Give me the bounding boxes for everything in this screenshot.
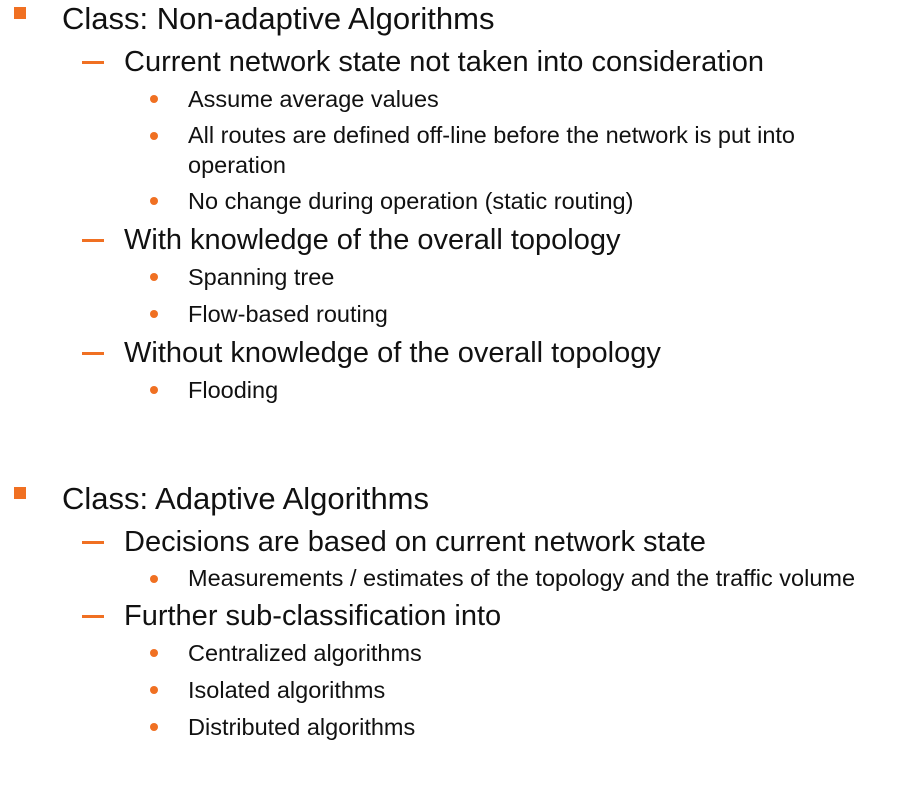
- point-text: Measurements / estimates of the topology…: [188, 565, 856, 591]
- dash-bullet-icon: [82, 541, 104, 544]
- point: Distributed algorithms: [0, 711, 894, 743]
- dot-bullet-icon: [150, 723, 158, 731]
- section-adaptive: Class: Adaptive Algorithms Decisions are…: [0, 480, 902, 748]
- section-title: Class: Adaptive Algorithms: [0, 480, 902, 524]
- dot-bullet-icon: [150, 386, 158, 394]
- square-bullet-icon: [14, 7, 26, 19]
- point: Spanning tree: [0, 261, 894, 293]
- dot-bullet-icon: [150, 273, 158, 281]
- subitem-text: Without knowledge of the overall topolog…: [124, 337, 661, 369]
- section-title: Class: Non-adaptive Algorithms: [0, 0, 902, 44]
- point: No change during operation (static routi…: [0, 185, 894, 217]
- point: Flooding: [0, 374, 894, 406]
- subitem-text: Further sub-classification into: [124, 600, 502, 632]
- point: Isolated algorithms: [0, 674, 894, 706]
- dot-bullet-icon: [150, 649, 158, 657]
- dash-bullet-icon: [82, 239, 104, 242]
- dot-bullet-icon: [150, 310, 158, 318]
- point-text: Isolated algorithms: [188, 677, 386, 703]
- point-text: No change during operation (static routi…: [188, 188, 634, 214]
- dash-bullet-icon: [82, 615, 104, 618]
- subitem: With knowledge of the overall topology: [0, 222, 902, 258]
- subitem: Without knowledge of the overall topolog…: [0, 335, 902, 371]
- point-text: Centralized algorithms: [188, 640, 422, 666]
- point: Flow-based routing: [0, 298, 894, 330]
- point-text: Flooding: [188, 377, 279, 403]
- point: All routes are defined off-line before t…: [0, 120, 894, 180]
- subitem: Further sub-classification into: [0, 598, 902, 634]
- dash-bullet-icon: [82, 352, 104, 355]
- point-text: Flow-based routing: [188, 301, 388, 327]
- point: Centralized algorithms: [0, 637, 894, 669]
- dot-bullet-icon: [150, 95, 158, 103]
- subitem-text: With knowledge of the overall topology: [124, 224, 621, 256]
- point-text: All routes are defined off-line before t…: [188, 122, 796, 178]
- point: Measurements / estimates of the topology…: [0, 563, 894, 593]
- subitem-text: Current network state not taken into con…: [124, 46, 764, 78]
- dot-bullet-icon: [150, 686, 158, 694]
- section-title-text: Class: Adaptive Algorithms: [62, 481, 430, 516]
- point-text: Spanning tree: [188, 264, 335, 290]
- subitem: Decisions are based on current network s…: [0, 524, 902, 560]
- section-title-text: Class: Non-adaptive Algorithms: [62, 1, 495, 36]
- dot-bullet-icon: [150, 575, 158, 583]
- section-non-adaptive: Class: Non-adaptive Algorithms Current n…: [0, 0, 902, 406]
- subitem: Current network state not taken into con…: [0, 44, 902, 80]
- point-text: Distributed algorithms: [188, 714, 416, 740]
- point: Assume average values: [0, 83, 894, 115]
- dot-bullet-icon: [150, 197, 158, 205]
- point-text: Assume average values: [188, 86, 439, 112]
- subitem-text: Decisions are based on current network s…: [124, 526, 706, 558]
- dash-bullet-icon: [82, 61, 104, 64]
- square-bullet-icon: [14, 487, 26, 499]
- dot-bullet-icon: [150, 132, 158, 140]
